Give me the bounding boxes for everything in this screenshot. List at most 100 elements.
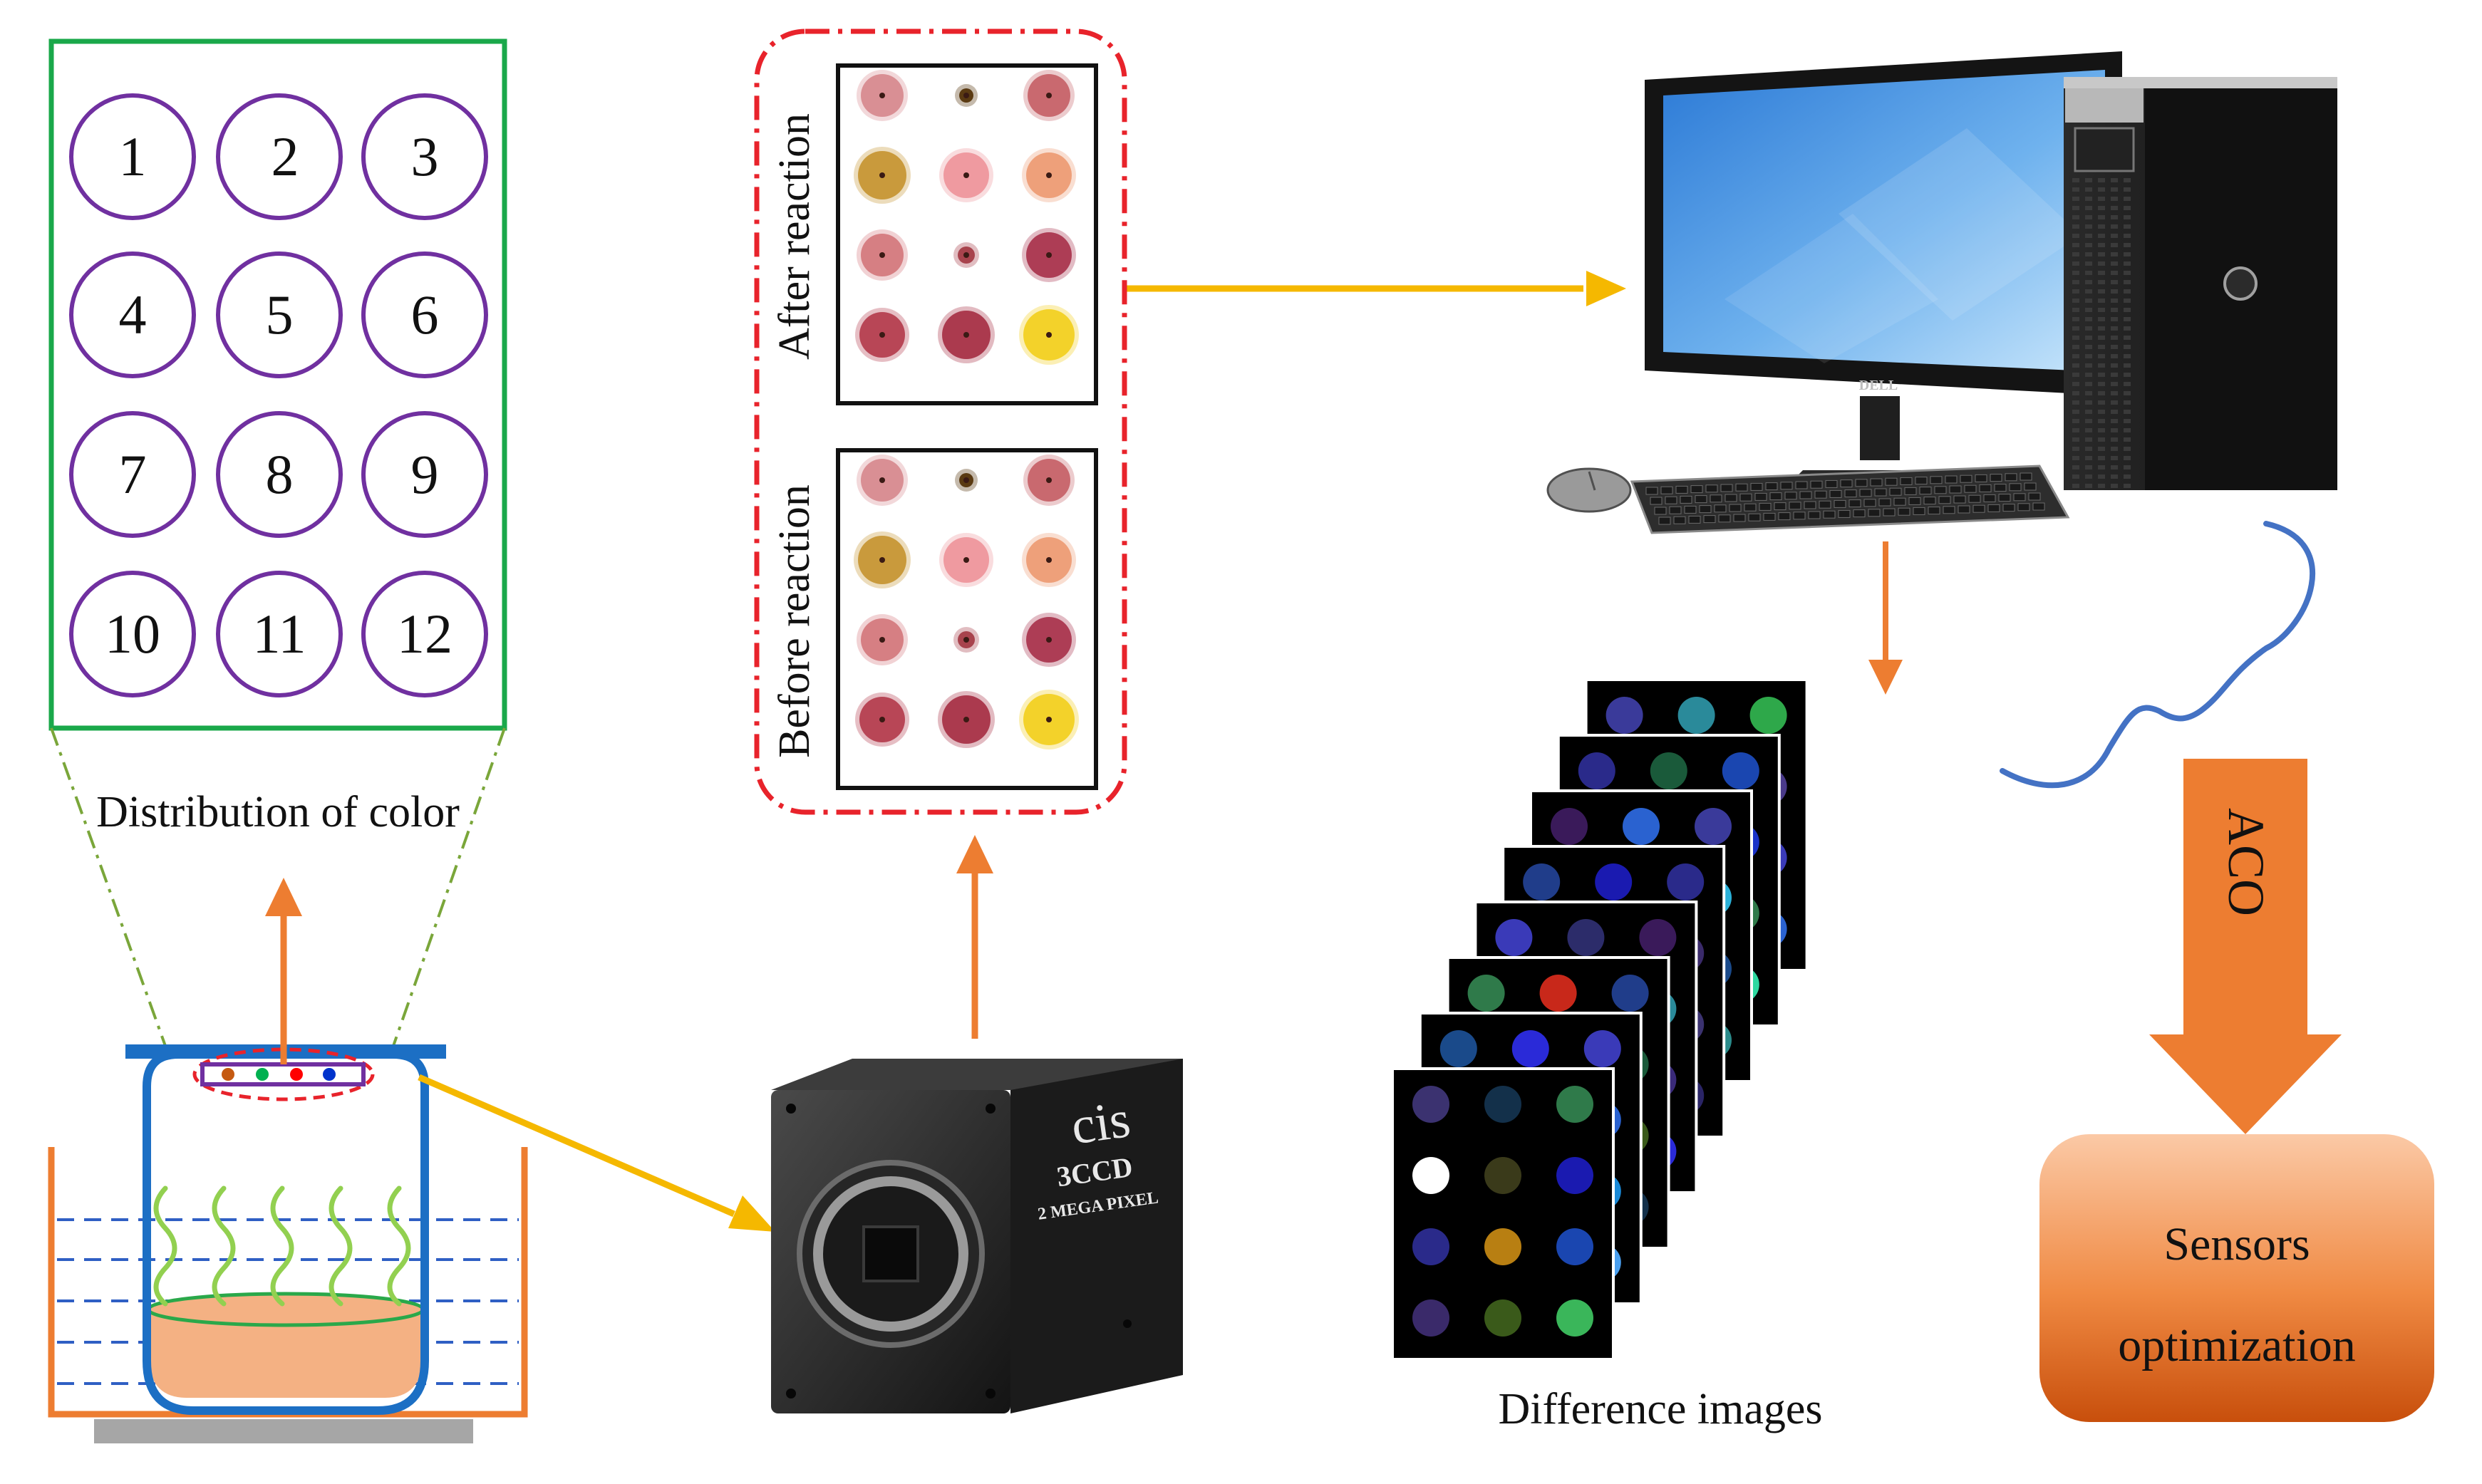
spot-center: [1046, 172, 1052, 178]
keyboard-key: [1819, 500, 1831, 509]
before-reaction-spots: [854, 455, 1079, 749]
keyboard-key: [2013, 493, 2026, 502]
mesh-hole: [2111, 224, 2118, 229]
mesh-hole: [2072, 456, 2079, 460]
difference-spot: [1556, 1086, 1593, 1123]
computer-to-difference-arrow: [1868, 541, 1903, 695]
mesh-hole: [2124, 437, 2131, 442]
mesh-hole: [2072, 308, 2079, 312]
camera-side-face: [1010, 1059, 1183, 1413]
spot-center: [963, 252, 969, 258]
mesh-hole: [2072, 437, 2079, 442]
mesh-hole: [2072, 400, 2079, 405]
difference-spot: [1439, 1030, 1477, 1067]
after-reaction-spots: [854, 70, 1079, 365]
spot-center: [963, 637, 969, 643]
keyboard-key: [2028, 492, 2041, 501]
mesh-hole: [2111, 474, 2118, 479]
after-reaction-label: After reaction: [770, 113, 819, 360]
mesh-hole: [2085, 271, 2092, 275]
mesh-hole: [2111, 336, 2118, 340]
mesh-hole: [2124, 243, 2131, 247]
difference-spot: [1749, 697, 1787, 734]
keyboard-key: [1889, 487, 1902, 496]
mesh-hole: [2072, 224, 2079, 229]
mesh-hole: [2098, 484, 2105, 488]
mesh-hole: [2098, 280, 2105, 284]
difference-spot: [1412, 1157, 1449, 1194]
sensor-circle: [216, 411, 343, 538]
keyboard-key: [1699, 505, 1712, 514]
keyboard-key: [1718, 514, 1731, 523]
mesh-hole: [2111, 465, 2118, 469]
mesh-hole: [2124, 299, 2131, 303]
mesh-hole: [2072, 474, 2079, 479]
mesh-hole: [2098, 197, 2105, 201]
mesh-hole: [2098, 354, 2105, 358]
reaction-panel-dashed-border: [754, 28, 1127, 815]
grouping-brace: [2000, 521, 2316, 789]
spot-center: [1046, 477, 1052, 483]
keyboard-key: [1680, 495, 1692, 504]
mesh-hole: [2111, 280, 2118, 284]
difference-spot: [1650, 752, 1687, 789]
keyboard-key: [2002, 504, 2015, 512]
keyboard-key: [1898, 507, 1910, 516]
mesh-hole: [2085, 447, 2092, 451]
mesh-hole: [2111, 428, 2118, 432]
difference-spot: [1567, 919, 1605, 956]
mesh-hole: [2124, 206, 2131, 210]
keyboard-key: [1784, 492, 1797, 500]
monitor-stand-neck: [1860, 396, 1900, 460]
mesh-hole: [2111, 261, 2118, 266]
spot-center: [879, 332, 885, 338]
monitor-brand: DELL: [1859, 378, 1898, 393]
monitor-screen: [1663, 70, 2105, 372]
keyboard-key: [1714, 504, 1727, 513]
mesh-hole: [2098, 215, 2105, 219]
sensor-circle: [216, 571, 343, 697]
sample-liquid: [148, 1308, 423, 1398]
keyboard-key: [1868, 509, 1881, 517]
sensor-circle: [216, 93, 343, 220]
keyboard-key: [1795, 481, 1808, 489]
mesh-hole: [2124, 215, 2131, 219]
mesh-hole: [2124, 410, 2131, 414]
mesh-hole: [2072, 326, 2079, 331]
mesh-hole: [2072, 465, 2079, 469]
strip-dot: [323, 1068, 336, 1081]
mesh-hole: [2124, 317, 2131, 321]
keyboard-key: [1853, 509, 1866, 518]
mesh-hole: [2124, 252, 2131, 256]
difference-spot: [1611, 975, 1649, 1012]
mesh-hole: [2085, 215, 2092, 219]
mesh-hole: [2111, 363, 2118, 368]
mesh-hole: [2072, 317, 2079, 321]
mesh-hole: [2085, 326, 2092, 331]
keyboard-key: [1703, 515, 1716, 524]
keyboard-key: [1814, 490, 1827, 499]
aco-arrow: ACO: [2149, 759, 2342, 1134]
mesh-hole: [2111, 437, 2118, 442]
mesh-hole: [2085, 474, 2092, 479]
tower-handle: [2064, 77, 2337, 88]
keyboard-key: [1710, 494, 1722, 503]
difference-spot: [1556, 1299, 1593, 1337]
mesh-hole: [2085, 345, 2092, 349]
tower-front-mesh: [2072, 178, 2131, 488]
mesh-hole: [2124, 373, 2131, 377]
keyboard-key: [1885, 477, 1898, 486]
sensor-circle: [361, 571, 488, 697]
before-reaction-label: Before reaction: [770, 484, 819, 758]
keyboard-key: [1799, 491, 1812, 499]
strip-dot: [256, 1068, 269, 1081]
mesh-hole: [2072, 373, 2079, 377]
keyboard-key: [1669, 506, 1682, 514]
mesh-hole: [2124, 447, 2131, 451]
mesh-hole: [2124, 336, 2131, 340]
keyboard-key: [1968, 494, 1981, 503]
vapor-line: [329, 1185, 353, 1307]
mesh-hole: [2072, 428, 2079, 432]
